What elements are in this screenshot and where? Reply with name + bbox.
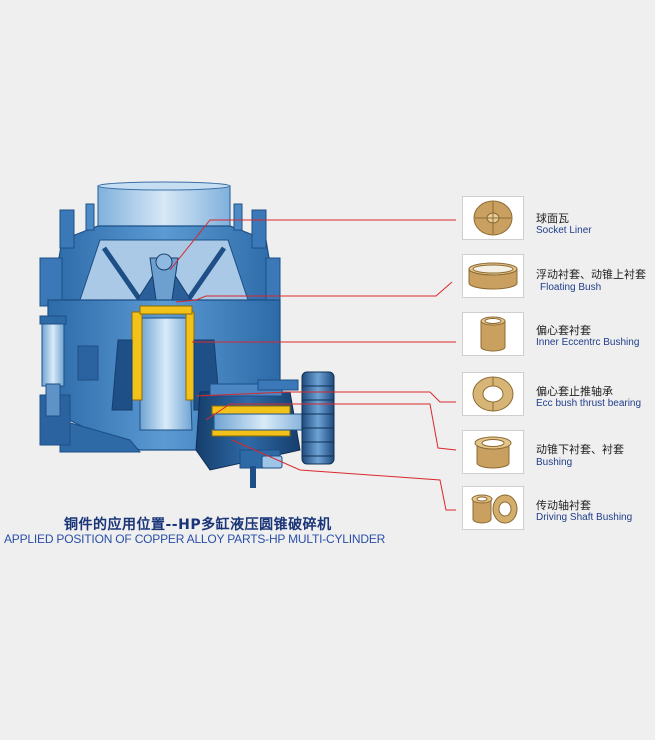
caption-title-en: APPLIED POSITION OF COPPER ALLOY PARTS-H… — [4, 532, 386, 546]
driving-shaft-bushing-thumbnail — [462, 486, 524, 530]
leader-floating-bush — [175, 281, 453, 303]
inner-eccentric-bushing-thumbnail — [462, 312, 524, 356]
hydraulic-cylinder — [39, 315, 99, 417]
part-label-en: Socket Liner — [536, 225, 592, 236]
caption-title-zh: 铜件的应用位置--HP多缸液压圆锥破碎机 — [64, 517, 332, 533]
floating-bush-thumbnail — [462, 254, 524, 298]
feed-hopper — [97, 181, 231, 233]
leader-socket-liner — [169, 219, 456, 271]
leader-thrust-bearing — [195, 391, 456, 403]
bushing-thumbnail — [462, 430, 524, 474]
part-label-zh: 球面瓦 — [536, 212, 569, 225]
part-label-en: Bushing — [536, 457, 573, 468]
part-label-en: Inner Eccentrc Bushing — [536, 337, 640, 348]
leader-bushing — [205, 403, 457, 451]
part-label-en: Driving Shaft Bushing — [536, 512, 633, 523]
part-label-zh: 偏心套衬套 — [536, 324, 591, 337]
part-label-en: Ecc bush thrust bearing — [536, 398, 642, 409]
part-label-zh: 偏心套止推轴承 — [536, 385, 613, 398]
thrust-bearing-thumbnail — [462, 372, 524, 416]
leader-driving-shaft — [231, 439, 456, 511]
drive-pulley — [301, 371, 335, 465]
part-label-zh: 浮动衬套、动锥上衬套 — [536, 268, 646, 281]
socket-liner-thumbnail — [462, 196, 524, 240]
countershaft-assembly — [195, 379, 315, 488]
part-label-zh: 动锥下衬套、衬套 — [536, 443, 624, 456]
part-label-en: Floating Bush — [540, 282, 602, 293]
part-label-zh: 传动轴衬套 — [536, 499, 591, 512]
leader-lines — [169, 219, 457, 511]
